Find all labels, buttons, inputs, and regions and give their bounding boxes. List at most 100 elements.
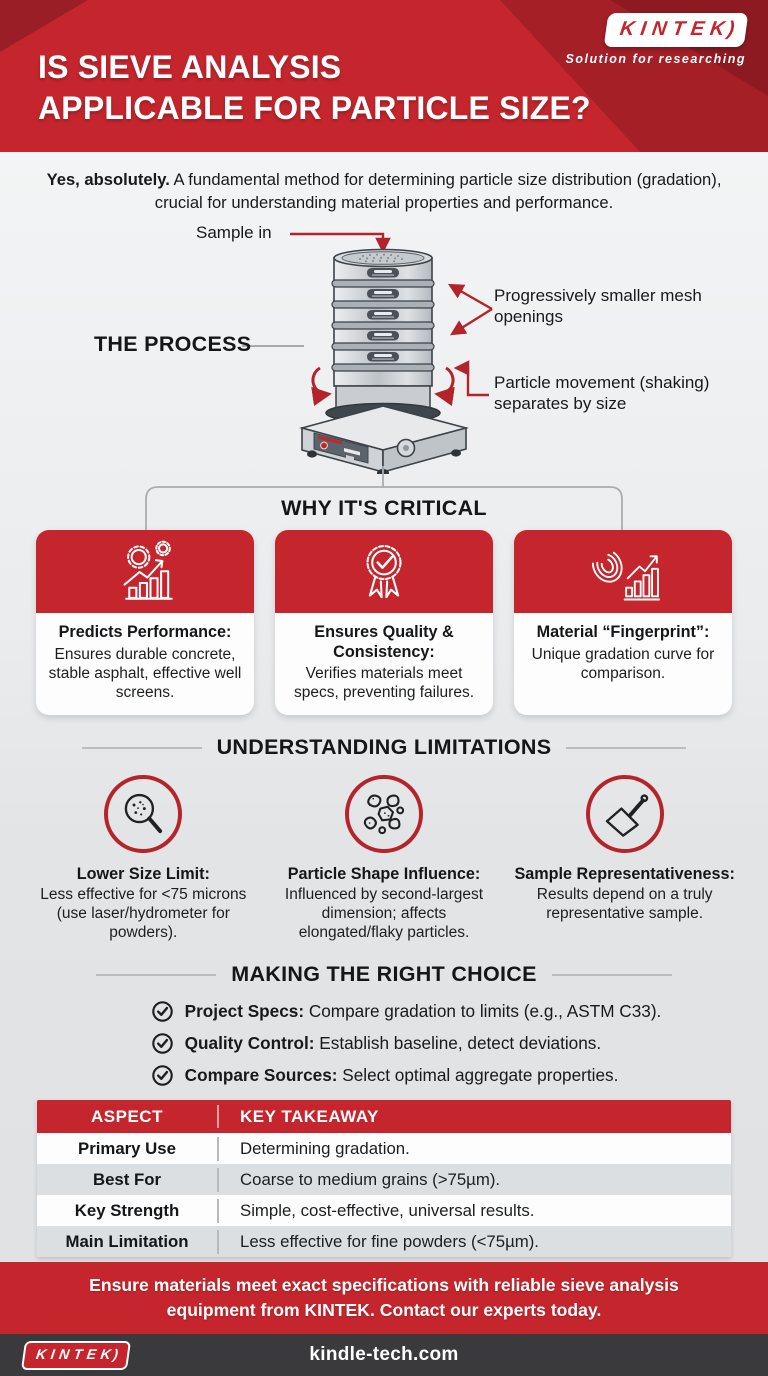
limitations-heading: UNDERSTANDING LIMITATIONS (216, 735, 552, 760)
shake-arrow-right (434, 366, 455, 407)
card-title: Ensures Quality & Consistency: (314, 623, 454, 661)
control-panel (313, 432, 416, 464)
footer-kintek-logo: KINTEK) (20, 1341, 131, 1370)
sample-scoop-icon (605, 794, 648, 837)
footer-logo-text: KINTEK (35, 1346, 117, 1362)
table-header-takeaway: KEY TAKEAWAY (217, 1105, 731, 1129)
quality-badge-icon (366, 544, 402, 598)
intro-rest: A fundamental method for determining par… (154, 170, 722, 212)
intro-section: Yes, absolutely. A fundamental method fo… (0, 152, 768, 214)
choice-heading-row: MAKING THE RIGHT CHOICE (0, 962, 768, 987)
sample-in-arrow (290, 232, 391, 254)
limit-text: Results depend on a truly representative… (536, 885, 713, 922)
table-cell-aspect: Best For (92, 1169, 162, 1189)
fingerprint-chart-icon (591, 548, 661, 601)
choice-list: Project Specs: Compare gradation to limi… (151, 1000, 662, 1087)
card-text: Unique gradation curve for comparison. (531, 645, 715, 682)
card-text: Ensures durable concrete, stable asphalt… (48, 645, 242, 701)
takeaway-table: ASPECT KEY TAKEAWAY Primary Use Determin… (37, 1100, 731, 1258)
choice-text: Quality Control: Establish baseline, det… (184, 1033, 602, 1054)
critical-section: WHY IT'S CRITICAL (0, 466, 768, 716)
page-title-line2: APPLICABLE FOR PARTICLE SIZE? (38, 90, 591, 126)
critical-bracket: WHY IT'S CRITICAL (0, 466, 768, 531)
table-row: Best For Coarse to medium grains (>75µm)… (37, 1164, 731, 1196)
website-url: kindle-tech.com (309, 1344, 459, 1365)
sample-in-label: Sample in (196, 223, 272, 243)
divider-line (566, 746, 687, 749)
sieve-shaker-illustration (298, 248, 470, 475)
card-title: Material “Fingerprint”: (536, 623, 710, 642)
limit-title: Lower Size Limit: (76, 865, 210, 884)
choice-item: Compare Sources: Select optimal aggregat… (151, 1064, 662, 1087)
mesh-arrow-upper (447, 283, 493, 311)
process-connectors (242, 232, 493, 397)
table-cell-takeaway: Coarse to medium grains (>75µm). (217, 1167, 731, 1192)
choice-heading: MAKING THE RIGHT CHOICE (231, 962, 537, 987)
table-cell-takeaway: Determining gradation. (217, 1136, 731, 1161)
choice-text: Compare Sources: Select optimal aggregat… (184, 1065, 619, 1086)
limitations-section: UNDERSTANDING LIMITATIONS Lower Size Lim… (0, 735, 768, 942)
table-cell-takeaway: Simple, cost-effective, universal result… (217, 1198, 731, 1223)
sieve-labels (367, 268, 399, 362)
table-cell-aspect: Primary Use (78, 1138, 176, 1158)
gears-chart-icon (123, 540, 173, 600)
limit-lower-size: Lower Size Limit: Less effective for <75… (33, 775, 254, 942)
table-cell-takeaway: Less effective for fine powders (<75µm). (217, 1229, 731, 1254)
card-quality-consistency: Ensures Quality & Consistency: Verifies … (275, 530, 493, 716)
critical-cards: Predicts Performance: Ensures durable co… (0, 530, 768, 716)
table-row: Key Strength Simple, cost-effective, uni… (37, 1195, 731, 1227)
icon-ring (104, 775, 183, 854)
table-cell-aspect: Main Limitation (65, 1231, 189, 1251)
movement-annotation: Particle movement (shaking) separates by… (494, 373, 710, 413)
process-section: Sample in THE PROCESS Progressively smal… (0, 222, 768, 475)
table-cell-aspect: Key Strength (74, 1200, 180, 1220)
table-body: Primary Use Determining gradation. Best … (37, 1133, 731, 1258)
kintek-logo-text: KINTEK (618, 18, 733, 40)
intro-text: Yes, absolutely. A fundamental method fo… (39, 169, 729, 214)
check-circle-icon (151, 1065, 173, 1086)
limit-title: Sample Representativeness: (514, 865, 735, 884)
cta-banner: Ensure materials meet exact specificatio… (0, 1262, 768, 1334)
icon-ring (585, 775, 664, 854)
card-title: Predicts Performance: (58, 623, 232, 642)
table-header-row: ASPECT KEY TAKEAWAY (37, 1100, 731, 1134)
card-text: Verifies materials meet specs, preventin… (293, 665, 475, 702)
kintek-logo-mark: ) (725, 18, 736, 40)
mesh-annotation: Progressively smaller mesh openings (494, 286, 702, 326)
check-circle-icon (151, 1001, 173, 1022)
footer-bar: KINTEK) kindle-tech.com (0, 1334, 768, 1376)
particle-shapes-icon (363, 794, 405, 835)
mesh-dots (359, 253, 403, 263)
table-row: Primary Use Determining gradation. (37, 1133, 731, 1165)
limitations-heading-row: UNDERSTANDING LIMITATIONS (0, 735, 768, 760)
limit-text: Influenced by second-largest dimension; … (284, 885, 484, 941)
brand-tagline: Solution for researching (565, 52, 746, 66)
divider-line (96, 973, 217, 976)
card-icon-area (36, 530, 254, 614)
check-circle-icon (151, 1033, 173, 1054)
magnifier-particles-icon (125, 794, 163, 834)
page-title-line1: IS SIEVE ANALYSIS (38, 49, 342, 85)
table-row: Main Limitation Less effective for fine … (37, 1226, 731, 1258)
limit-text: Less effective for <75 microns (use lase… (40, 885, 247, 941)
divider-line (81, 746, 202, 749)
limit-particle-shape: Particle Shape Influence: Influenced by … (274, 775, 495, 942)
cta-text: Ensure materials meet exact specificatio… (89, 1275, 679, 1320)
limitations-grid: Lower Size Limit: Less effective for <75… (0, 775, 768, 942)
card-icon-area (514, 530, 732, 614)
choice-item: Quality Control: Establish baseline, det… (151, 1032, 662, 1055)
table-header-aspect: ASPECT (91, 1106, 163, 1126)
movement-arrow (453, 360, 489, 397)
kintek-logo: KINTEK) (603, 13, 749, 47)
divider-line (551, 973, 672, 976)
footer-logo-mark: ) (112, 1346, 120, 1362)
choice-item: Project Specs: Compare gradation to limi… (151, 1000, 661, 1023)
process-label: THE PROCESS (94, 332, 252, 357)
bracket-lines (145, 466, 623, 531)
limit-title: Particle Shape Influence: (287, 865, 481, 884)
critical-heading: WHY IT'S CRITICAL (281, 496, 487, 521)
mesh-arrow-lower (450, 308, 493, 336)
card-material-fingerprint: Material “Fingerprint”: Unique gradation… (514, 530, 732, 716)
page-title: IS SIEVE ANALYSIS APPLICABLE FOR PARTICL… (38, 47, 591, 129)
